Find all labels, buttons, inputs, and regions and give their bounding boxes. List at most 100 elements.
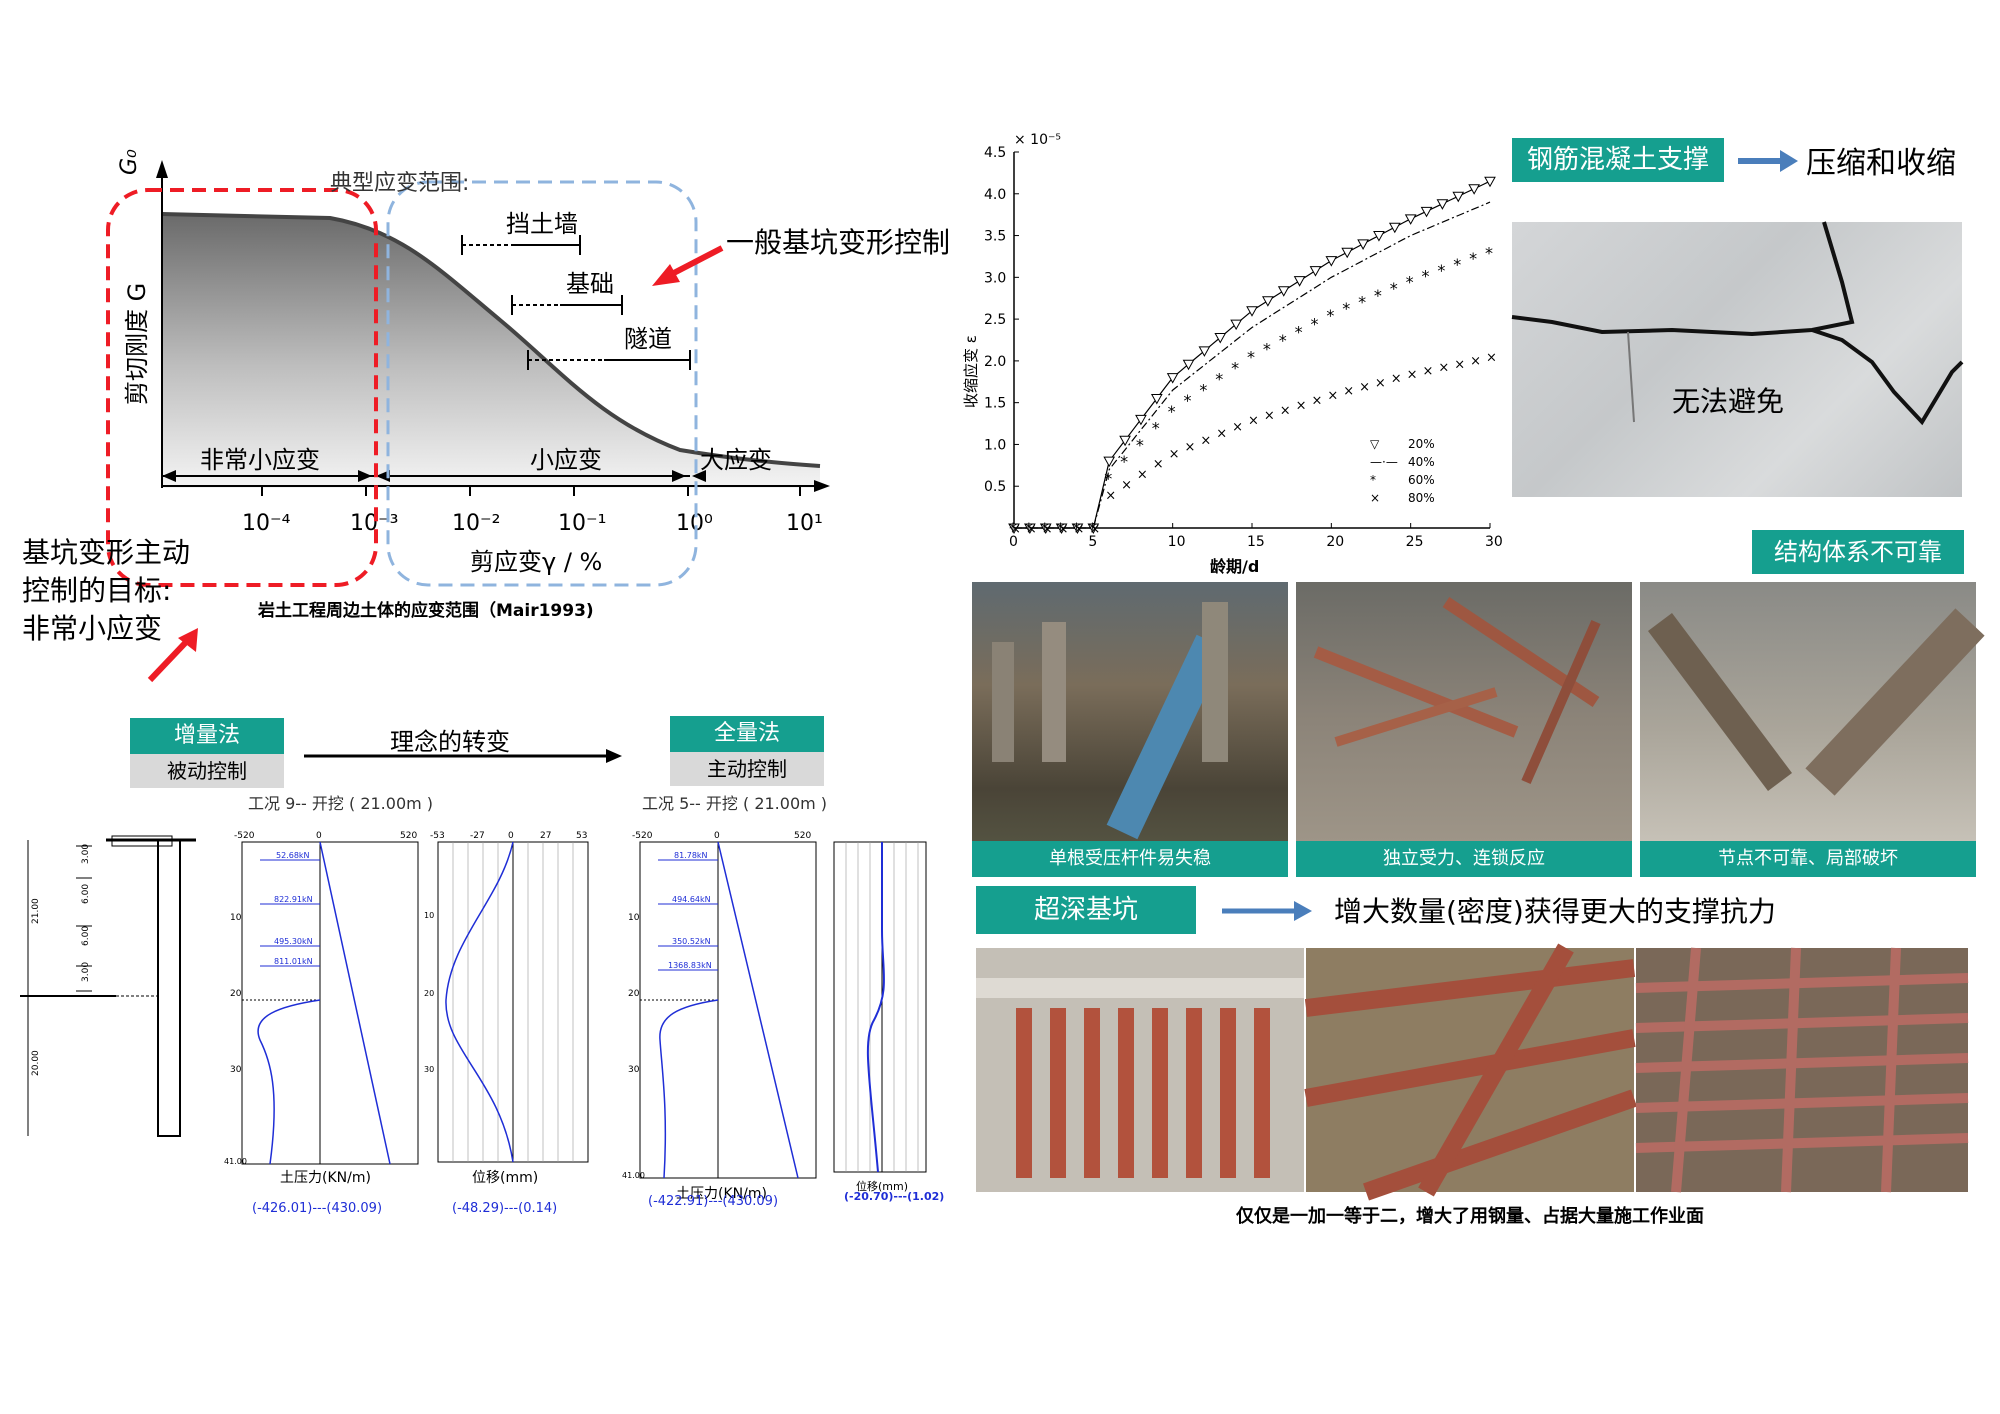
data-point-cross: × bbox=[1280, 403, 1291, 418]
concept-shift-text: 理念的转变 bbox=[390, 728, 510, 756]
arrow-right-icon bbox=[304, 749, 622, 763]
disp-range-right: (-20.70)---(1.02) bbox=[844, 1190, 945, 1203]
incremental-method-label: 增量法 bbox=[130, 718, 284, 754]
chart-ylabel: 收缩应变 ε bbox=[962, 335, 980, 408]
data-point-cross: × bbox=[1089, 522, 1100, 537]
data-point-star: * bbox=[1310, 314, 1318, 333]
data-point-cross: × bbox=[1470, 354, 1481, 369]
data-point-triangle bbox=[1277, 286, 1290, 297]
y-tick-label: 4.5 bbox=[984, 145, 1006, 161]
depth-tick: 30 bbox=[628, 1065, 640, 1075]
pressure-plot-right: -520 0 520 81.78kN 494.64kN 350.52kN 136… bbox=[622, 831, 817, 1202]
photo-dense-support-2 bbox=[1304, 943, 1637, 1201]
data-point-star: * bbox=[1231, 359, 1239, 378]
calc-left-title: 工况 9-- 开挖 ( 21.00m ) bbox=[248, 794, 434, 813]
data-point-cross: × bbox=[1486, 351, 1497, 366]
data-point-triangle bbox=[1468, 184, 1480, 195]
support-force: 495.30kN bbox=[274, 937, 313, 946]
data-point-star: * bbox=[1009, 519, 1017, 538]
disp-tick: 0 bbox=[508, 831, 514, 841]
y-axis-label: 剪切刚度 G bbox=[123, 283, 151, 405]
data-point-triangle bbox=[1373, 231, 1385, 242]
data-point-triangle bbox=[1262, 296, 1274, 307]
pressure-label: 土压力(KN/m) bbox=[676, 1186, 767, 1202]
data-point-triangle bbox=[1388, 222, 1401, 234]
legend-label: 40% bbox=[1408, 455, 1435, 469]
rc-support-label: 钢筋混凝土支撑 bbox=[1512, 138, 1724, 182]
depth-tick: 10 bbox=[230, 913, 242, 923]
data-point-triangle bbox=[1182, 359, 1195, 371]
pressure-plot-left: -520 0 520 52.68kN 822.91kN 495.30kN 811… bbox=[224, 831, 419, 1216]
data-point-triangle bbox=[1452, 191, 1465, 203]
x-tick-label: 25 bbox=[1406, 534, 1424, 550]
data-point-star: * bbox=[1422, 267, 1430, 286]
depth-tick: 41.00 bbox=[224, 1157, 247, 1166]
typical-range-label: 典型应变范围: bbox=[330, 171, 469, 196]
crack-lines bbox=[1511, 221, 1964, 426]
data-point-star: * bbox=[1263, 339, 1271, 358]
stiffness-curve-area bbox=[162, 214, 820, 488]
data-point-cross: × bbox=[1454, 357, 1465, 372]
data-point-star: * bbox=[1406, 273, 1414, 292]
depth-tick: 41.00 bbox=[622, 1171, 645, 1180]
support-force: 811.01kN bbox=[274, 957, 313, 966]
x-tick-label: 5 bbox=[1088, 534, 1097, 550]
photo-dense-support-3 bbox=[1635, 947, 1969, 1193]
data-point-cross: × bbox=[1391, 372, 1402, 387]
arrow-right-icon bbox=[1738, 150, 1798, 172]
range-foundation: 基础 bbox=[566, 270, 614, 298]
pressure-tick: -520 bbox=[234, 831, 255, 841]
chart-xlabel: 龄期/d bbox=[1210, 557, 1259, 576]
data-point-cross: × bbox=[1438, 361, 1449, 376]
pressure-tick: 520 bbox=[794, 831, 811, 841]
support-force: 494.64kN bbox=[672, 895, 711, 904]
y-tick-label: 0.5 bbox=[984, 479, 1006, 495]
data-point-star: * bbox=[1199, 380, 1207, 399]
data-point-cross: × bbox=[1026, 522, 1037, 537]
y-tick-label: 3.0 bbox=[984, 270, 1006, 286]
general-control-label: 一般基坑变形控制 bbox=[726, 226, 950, 259]
dimension-text: 6.00 bbox=[81, 884, 91, 904]
data-point-star: * bbox=[1025, 519, 1033, 538]
diagram-caption: 岩土工程周边土体的应变范围（Mair1993) bbox=[257, 600, 594, 621]
depth-tick: 20 bbox=[230, 989, 242, 999]
data-point-star: * bbox=[1279, 331, 1287, 350]
data-point-cross: × bbox=[1296, 398, 1307, 413]
support-force: 822.91kN bbox=[274, 895, 313, 904]
shrinkage-chart: × 10⁻⁵ 收缩应变 ε 龄期/d 0.51.01.52.02.53.03.5… bbox=[962, 132, 1503, 576]
zone-small: 小应变 bbox=[530, 446, 602, 474]
data-point-cross: × bbox=[1169, 447, 1180, 462]
legend-label: 60% bbox=[1408, 473, 1435, 487]
arrow-right-icon bbox=[1222, 901, 1312, 921]
data-point-triangle bbox=[1420, 206, 1433, 218]
data-point-cross: × bbox=[1343, 384, 1354, 399]
data-point-cross: × bbox=[1248, 413, 1259, 428]
depth-tick: 30 bbox=[424, 1065, 434, 1074]
pressure-tick: 0 bbox=[714, 831, 720, 841]
legend-symbol: ▽ bbox=[1370, 437, 1380, 451]
section-drawing: 21.00 20.00 3.00 6.00 6.00 3.00 bbox=[20, 835, 196, 1137]
data-point-triangle bbox=[1119, 435, 1131, 447]
data-point-triangle bbox=[1214, 332, 1227, 344]
depth-tick: 30 bbox=[230, 1065, 242, 1075]
very-small-strain-box bbox=[106, 188, 378, 587]
data-point-cross: × bbox=[1264, 408, 1275, 423]
data-point-star: * bbox=[1136, 435, 1144, 454]
deep-pit-caption: 仅仅是一加一等于二，增大了用钢量、占据大量施工作业面 bbox=[1236, 1206, 1704, 1227]
data-point-triangle bbox=[1230, 319, 1242, 331]
x-tick: 10⁻² bbox=[452, 511, 500, 536]
data-point-star: * bbox=[1247, 348, 1255, 367]
photo-buckling: 单根受压杆件易失稳 bbox=[972, 582, 1288, 877]
x-tick: 10⁰ bbox=[676, 511, 713, 536]
zone-very-small: 非常小应变 bbox=[200, 446, 320, 474]
caption-chain-reaction: 独立受力、连锁反应 bbox=[1296, 841, 1632, 877]
data-point-cross: × bbox=[1185, 440, 1196, 455]
depth-tick: 10 bbox=[424, 911, 434, 920]
disp-tick: -53 bbox=[430, 831, 445, 841]
data-point-cross: × bbox=[1311, 393, 1322, 408]
y-tick-label: 4.0 bbox=[984, 187, 1006, 203]
unreliable-label: 结构体系不可靠 bbox=[1752, 530, 1964, 574]
crack-text: 无法避免 bbox=[1672, 385, 1785, 418]
chart-exponent: × 10⁻⁵ bbox=[1014, 132, 1061, 148]
small-strain-box bbox=[386, 180, 698, 587]
